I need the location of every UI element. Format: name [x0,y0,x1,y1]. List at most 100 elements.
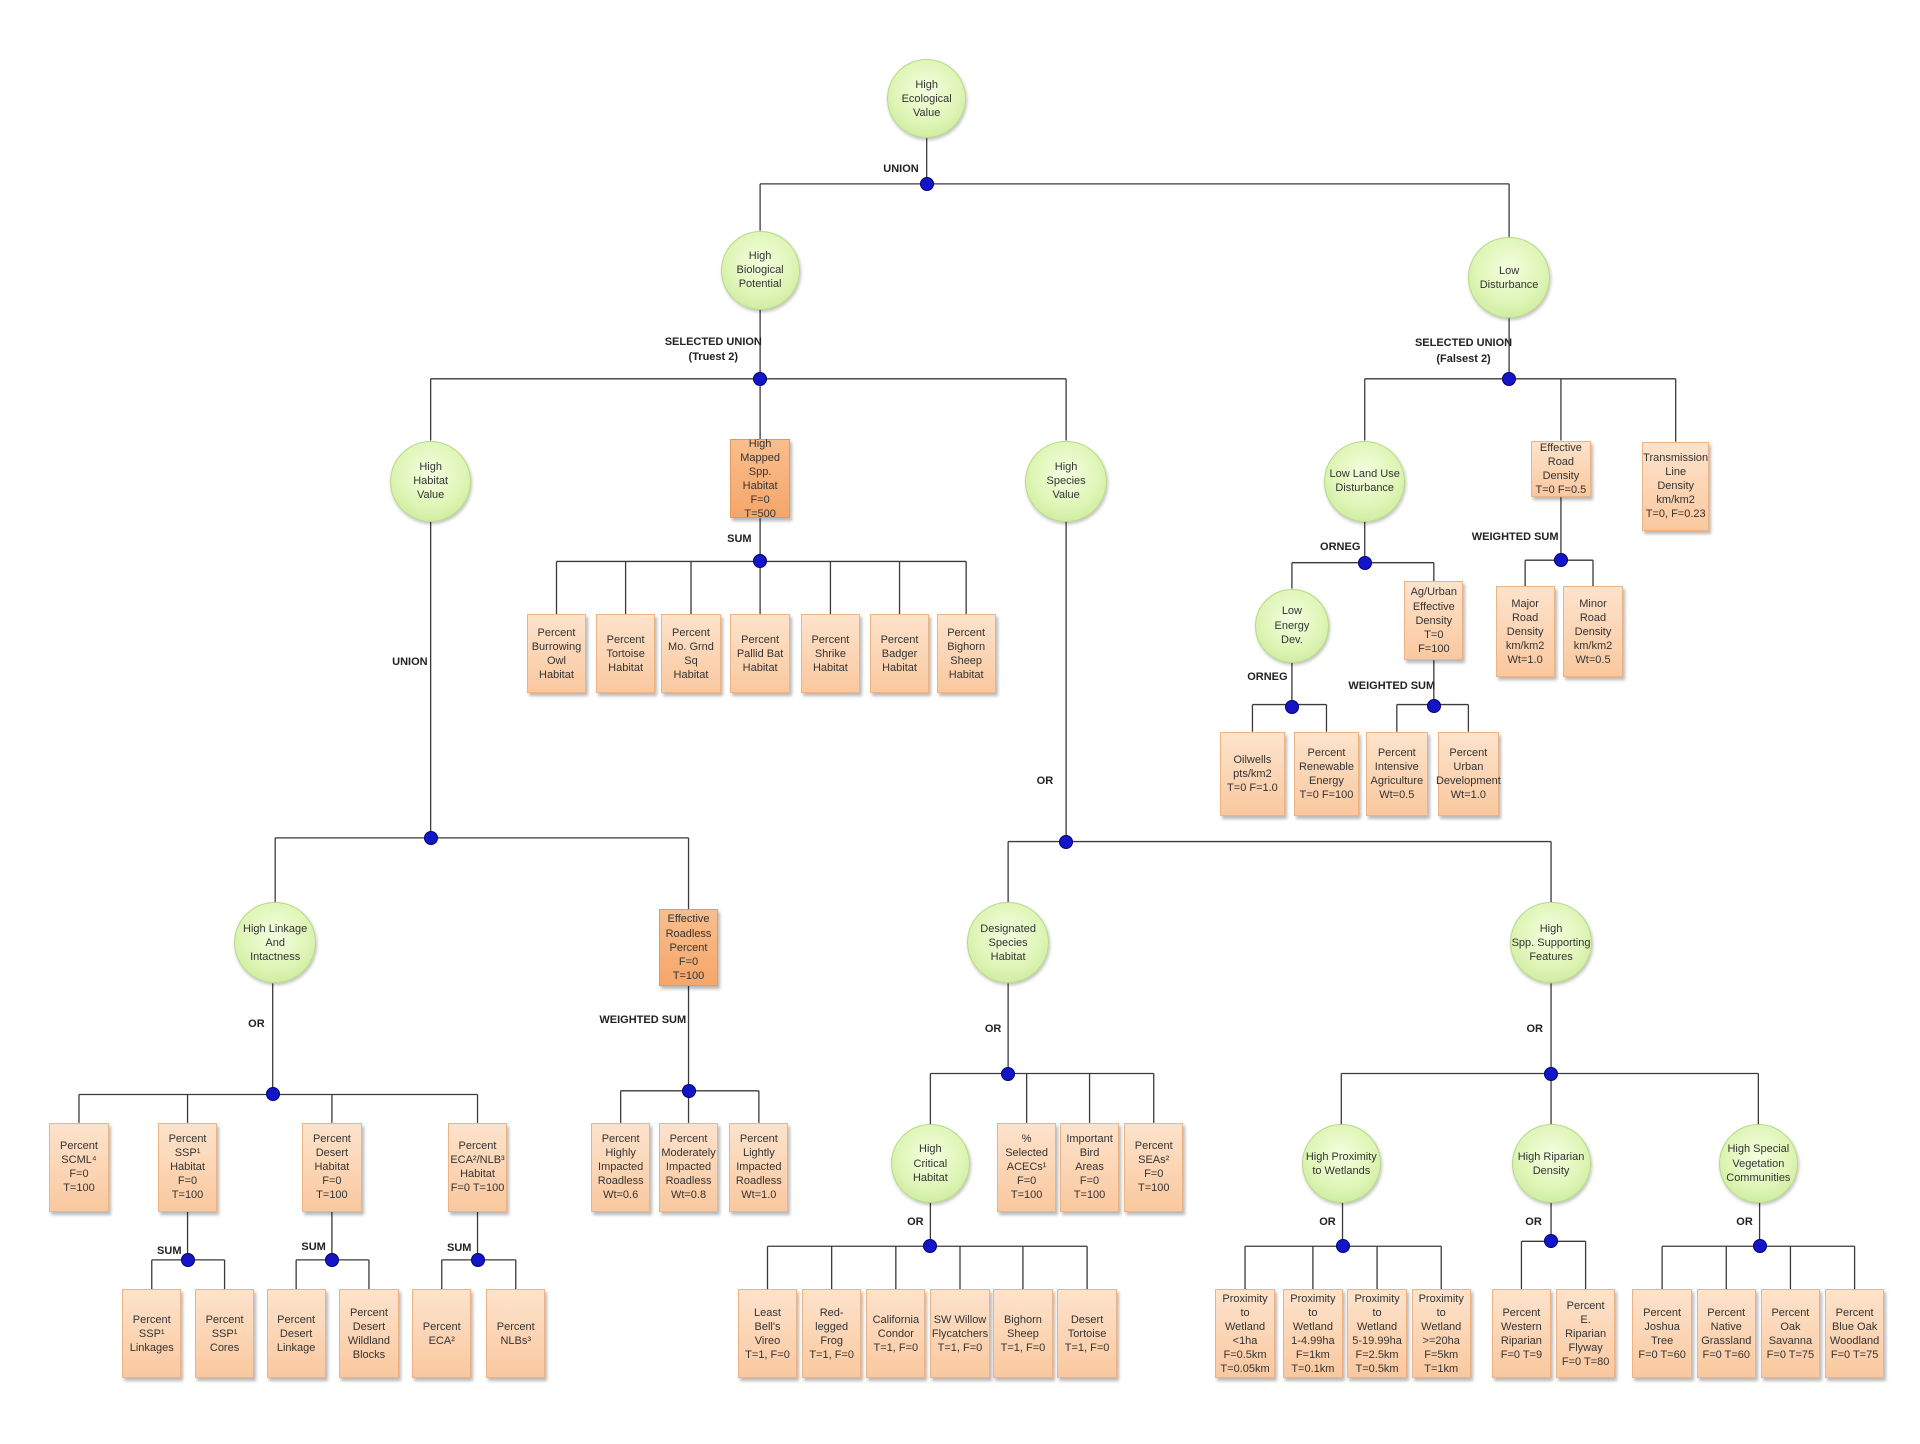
input-box-lbv: Least Bell's Vireo T=1, F=0 [737,1289,798,1379]
operator-label-hli: OR [248,1017,265,1030]
node-label: Percent Tortoise Habitat [606,633,645,674]
criterion-node-hsv: High Species Value [1025,440,1107,522]
input-box-png: Percent Native Grassland F=0 T=60 [1696,1289,1756,1379]
input-box-pscml: Percent SCML⁴ F=0 T=100 [49,1122,109,1212]
node-label: Percent Mo. Grnd Sq Habitat [668,626,714,682]
input-box-rlf: Red-legged Frog T=1, F=0 [802,1289,862,1379]
operator-label-pdh: SUM [301,1241,326,1253]
node-label: Percent Badger Habitat [880,633,919,674]
input-box-pwr: Percent Western Riparian F=0 T=9 [1491,1289,1552,1379]
input-box-psh: Percent Shrike Habitat [800,614,861,694]
input-box-pbo: Percent Burrowing Owl Habitat [526,614,587,694]
operator-dot-pssp [180,1252,195,1267]
node-label: High Biological Potential [736,250,784,291]
input-box-dt: Desert Tortoise T=1, F=0 [1057,1289,1117,1379]
node-label: Percent ECA² [422,1320,461,1347]
node-label: High Riparian Density [1517,1150,1585,1177]
operator-dot-dsh [1001,1066,1016,1081]
input-box-ppb: Percent Pallid Bat Habitat [730,614,790,694]
input-box-pmir: Percent Moderately Impacted Roadless Wt=… [658,1122,719,1212]
input-box-pbh: Percent Badger Habitat [869,614,930,694]
input-box-pre: Percent Renewable Energy T=0 F=100 [1294,731,1359,816]
node-label: High Proximity to Wetlands [1305,1150,1377,1177]
node-label: Designated Species Habitat [980,922,1036,963]
node-label: Percent Desert Wildland Blocks [347,1306,391,1361]
input-box-mnrd: Minor Road Density km/km2 Wt=0.5 [1563,586,1623,678]
input-box-pbs: Percent Bighorn Sheep Habitat [936,614,996,694]
operator-dot-hsv [1059,834,1074,849]
node-label: Percent E. Riparian Flyway F=0 T=80 [1561,1299,1610,1368]
node-label: Percent Renewable Energy T=0 F=100 [1298,746,1354,801]
node-label: Percent Pallid Bat Habitat [736,633,784,674]
input-box-psa: % Selected ACECs¹ F=0 T=100 [997,1122,1057,1212]
input-box-phir: Percent Highly Impacted Roadless Wt=0.6 [591,1122,651,1212]
node-label: Proximity to Wetland >=20ha F=5km T=1km [1418,1292,1464,1376]
operator-dot-erp [681,1083,696,1098]
node-label: Important Bird Areas F=0 T=100 [1066,1133,1113,1202]
input-box-pe: Percent ECA² [412,1289,472,1379]
criterion-node-hli: High Linkage And Intactness [234,902,316,984]
node-label: Percent ECA²/NLB³ Habitat F=0 T=100 [450,1140,505,1195]
operator-label-hch: OR [907,1216,924,1229]
operator-dot-hmsh [753,554,768,569]
input-box-ow: Oilwells pts/km2 T=0 F=1.0 [1220,731,1285,816]
operator-label-pssp: SUM [157,1244,182,1257]
criterion-node-ld: Low Disturbance [1468,236,1550,319]
node-label: Red-legged Frog T=1, F=0 [809,1306,854,1361]
input-box-pmg: Percent Mo. Grnd Sq Habitat [661,614,721,694]
input-box-pw1: Proximity to Wetland <1ha F=0.5km T=0.05… [1215,1289,1275,1379]
node-label: Percent Joshua Tree F=0 T=60 [1638,1306,1686,1361]
node-label: High Mapped Spp. Habitat F=0 T=500 [740,437,780,520]
node-label: Percent Urban Development Wt=1.0 [1435,746,1501,801]
input-box-pth: Percent Tortoise Habitat [595,614,656,694]
node-label: High Habitat Value [413,461,449,502]
operator-label-hpw: OR [1319,1216,1336,1229]
input-box-psc: Percent SSP¹ Cores [194,1289,255,1379]
operator-dot-pdh [324,1252,339,1267]
node-label: Percent SSP¹ Habitat F=0 T=100 [168,1133,207,1202]
input-box-pn: Percent NLBs³ [486,1289,546,1379]
node-label: Least Bell's Vireo T=1, F=0 [745,1306,790,1361]
input-box-swf: SW Willow Flycatchers T=1, F=0 [930,1289,990,1379]
operator-dot-aued [1426,698,1441,713]
operator-dot-hsvc [1752,1239,1767,1254]
node-label: Percent SCML⁴ F=0 T=100 [59,1140,98,1195]
operator-label-aued: WEIGHTED SUM [1348,679,1436,692]
operator-dot-hev [919,176,934,191]
input-box-tld: Transmission Line Density km/km2 T=0, F=… [1642,441,1709,531]
criterion-node-hssf: High Spp. Supporting Features [1510,902,1592,984]
input-box-pw3: Proximity to Wetland 5-19.99ha F=2.5km T… [1347,1289,1407,1379]
node-label: Transmission Line Density km/km2 T=0, F=… [1643,451,1709,521]
input-box-bs: Bighorn Sheep T=1, F=0 [993,1289,1053,1379]
input-box-pdwb: Percent Desert Wildland Blocks [339,1289,399,1379]
criterion-node-hev: High Ecological Value [887,59,967,139]
input-box-pud: Percent Urban Development Wt=1.0 [1435,731,1501,816]
operator-label-hmsh: SUM [727,532,752,545]
input-box-iba: Important Bird Areas F=0 T=100 [1059,1122,1120,1212]
input-box-pia: Percent Intensive Agriculture Wt=0.5 [1365,731,1428,816]
node-label: Percent NLBs³ [496,1320,535,1347]
node-label: High Critical Habitat [912,1143,948,1184]
node-label: Percent Native Grassland F=0 T=60 [1701,1306,1752,1361]
node-label: Major Road Density km/km2 Wt=1.0 [1505,597,1545,666]
node-label: High Spp. Supporting Features [1511,922,1591,963]
node-label: Low Disturbance [1479,264,1539,291]
node-label: Percent Highly Impacted Roadless Wt=0.6 [597,1133,644,1202]
input-box-pdl: Percent Desert Linkage [266,1289,326,1379]
node-label: SW Willow Flycatchers T=1, F=0 [931,1313,989,1354]
node-label: Percent Lightly Impacted Roadless Wt=1.0 [735,1133,782,1202]
operator-label-hbp: SELECTED UNION (Truest 2) [664,335,762,364]
input-box-psea: Percent SEAs² F=0 T=100 [1124,1122,1184,1212]
operator-label-peca: SUM [447,1242,472,1255]
node-label: Oilwells pts/km2 T=0 F=1.0 [1227,753,1278,794]
node-label: Desert Tortoise T=1, F=0 [1064,1313,1110,1354]
node-label: Percent Desert Habitat F=0 T=100 [312,1133,351,1202]
node-label: Percent Shrike Habitat [811,633,850,674]
input-box-cc: California Condor T=1, F=0 [866,1289,926,1379]
node-label: Percent SSP¹ Cores [205,1313,244,1354]
operator-label-dsh: OR [984,1022,1002,1035]
node-label: Ag/Urban Effective Density T=0 F=100 [1410,586,1458,655]
operator-label-lld: ORNEG [1320,541,1361,554]
